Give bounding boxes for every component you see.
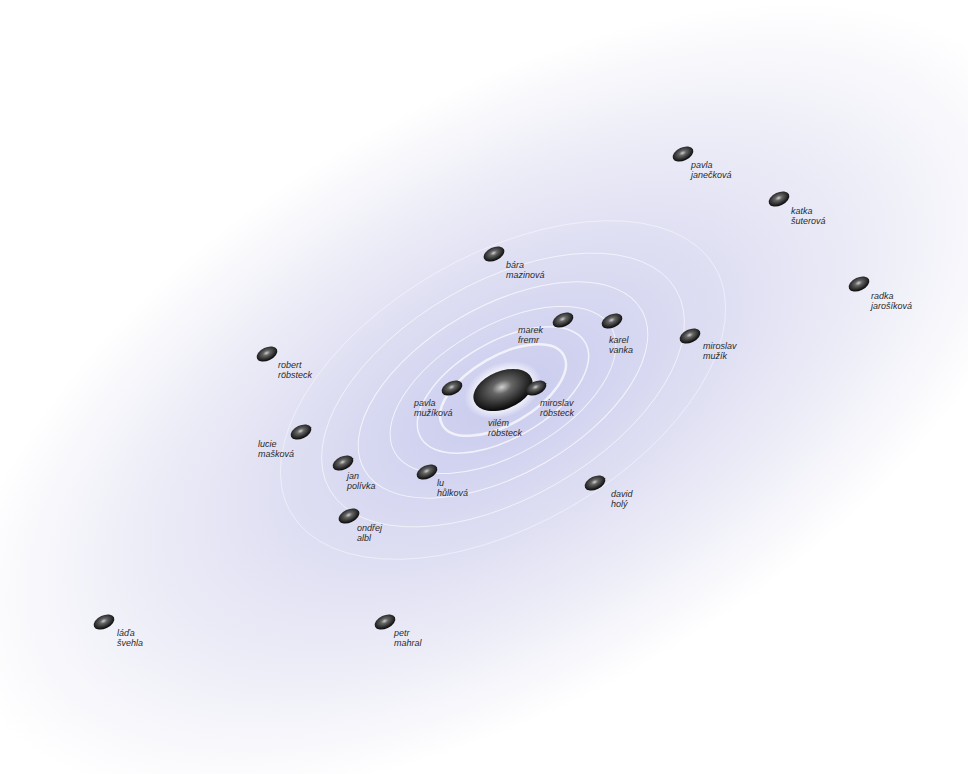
member-disk [254,345,280,363]
disk [330,452,355,473]
member-node: jan polívka [330,454,376,491]
orbit-rings [223,151,782,630]
disk [523,377,548,398]
member-disk [330,454,356,472]
member-node: pavla mužíková [414,379,465,418]
halo [456,350,550,430]
member-node: karel vanka [599,312,633,355]
member-node: petr mahral [372,613,422,648]
disk [254,343,279,364]
disk [550,309,575,330]
member-disk [582,474,608,492]
member-name: radka jarošíková [871,292,912,311]
member-disk [766,190,792,208]
member-name: marek fremr [518,326,543,345]
disk [582,472,607,493]
disk [599,310,624,331]
member-disk [439,379,465,397]
disk [372,611,397,632]
disk [677,325,702,346]
member-disk [846,275,872,293]
member-node: ondřej albl [336,507,382,543]
member-name: miroslav mužík [703,342,737,361]
member-node: marek fremr [518,311,576,345]
disk [846,273,871,294]
member-node: radka jarošíková [846,275,912,311]
member-disk [481,245,507,263]
member-name: lu hůlková [437,479,468,498]
member-disk [288,423,314,441]
disk [481,243,506,264]
member-node: bára mazinová [481,245,545,280]
member-node: katka šuterová [766,190,826,226]
member-name: lucie mašková [258,440,294,459]
member-node: lucie mašková [258,423,314,459]
member-name: jan polívka [347,472,376,491]
member-name: ondřej albl [357,524,382,543]
member-name: david holý [611,490,633,509]
member-name: pavla mužíková [414,399,453,418]
disk [439,377,464,398]
disk [91,611,116,632]
disk [414,461,439,482]
member-name: pavla janečková [691,161,732,180]
member-node: lu hůlková [414,463,468,498]
disk [288,421,313,442]
member-disk [91,613,117,631]
member-node: láďa švehla [91,613,143,648]
member-name: miroslav röbsteck [540,399,574,418]
member-node: pavla janečková [670,145,732,180]
member-node: miroslav röbsteck [523,379,574,418]
member-disk [523,379,549,397]
member-node: vilém röbsteck [461,360,545,438]
member-disk [550,311,576,329]
member-name: láďa švehla [117,629,143,648]
member-name: bára mazinová [506,261,545,280]
member-node: miroslav mužík [677,327,737,361]
member-name: robert röbsteck [278,361,312,380]
member-name: katka šuterová [791,207,826,226]
member-disk [336,507,362,525]
member-disk [677,327,703,345]
member-name: petr mahral [394,629,422,648]
member-node: robert röbsteck [254,345,312,380]
disk [766,188,791,209]
member-name: vilém röbsteck [488,419,522,438]
member-disk [599,312,625,330]
member-node: david holý [582,474,633,509]
member-disk [414,463,440,481]
member-name: karel vanka [609,336,633,355]
